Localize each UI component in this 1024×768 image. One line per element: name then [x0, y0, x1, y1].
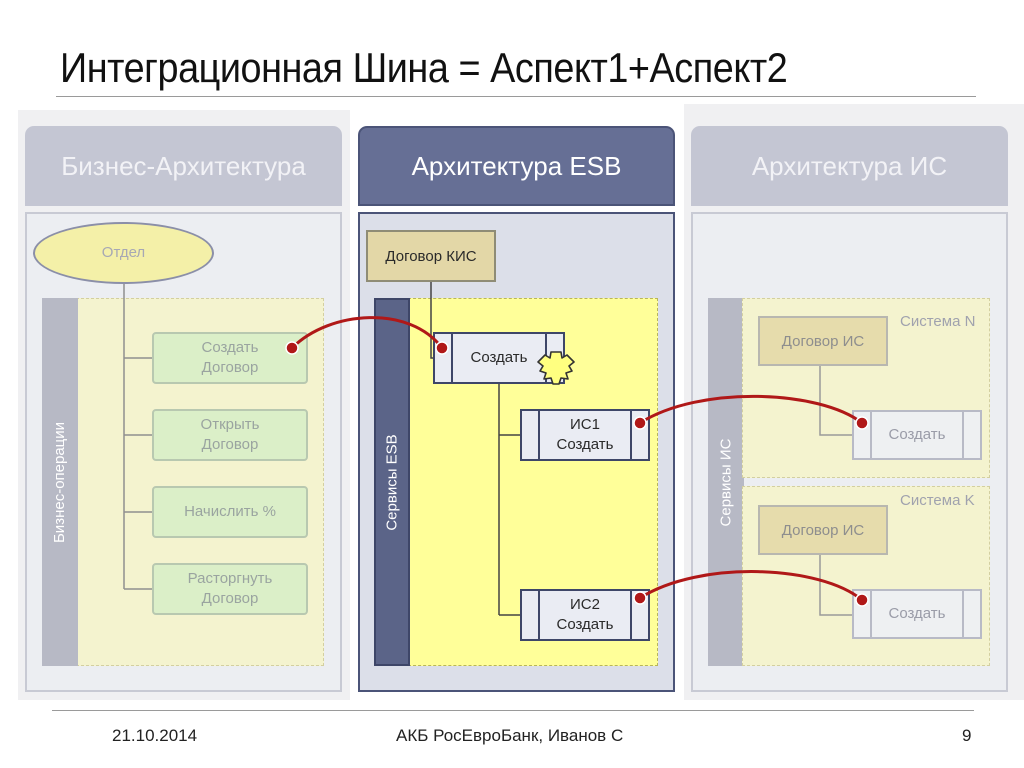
system-n-contract: Договор ИС [758, 316, 888, 366]
connector-dot [855, 416, 869, 430]
system-k-create-label: Создать [888, 605, 946, 622]
esb-is2-create-service: ИС2 Создать [520, 589, 650, 641]
connector-is1-to-system-n [639, 394, 863, 425]
service-strip-right [630, 591, 632, 639]
system-k-contract: Договор ИС [758, 505, 888, 555]
operation-terminate-contract: Расторгнуть Договор [152, 563, 308, 615]
footer-author: АКБ РосЕвроБанк, Иванов С [396, 726, 624, 745]
footer-date: 21.10.2014 [112, 726, 198, 745]
connector-dot [855, 593, 869, 607]
service-strip-left [538, 411, 540, 459]
business-operations-bar: Бизнес-операции [42, 298, 78, 666]
connector-dot [285, 341, 299, 355]
system-n-create-label: Создать [888, 426, 946, 443]
system-n-link [819, 366, 852, 436]
service-strip-left [451, 334, 453, 382]
service-strip-right [962, 591, 964, 637]
title-rule [56, 96, 976, 97]
system-k-link [819, 555, 852, 616]
gear-icon [537, 351, 575, 385]
connector-dot [633, 591, 647, 605]
connector-dot [435, 341, 449, 355]
department-ellipse: Отдел [33, 222, 214, 284]
esb-is1-label: ИС1 Создать [556, 416, 614, 453]
service-strip-left [870, 591, 872, 637]
service-strip-left [870, 412, 872, 458]
esb-is1-create-service: ИС1 Создать [520, 409, 650, 461]
esb-contract-box: Договор КИС [366, 230, 496, 282]
connector-is2-to-system-k [639, 570, 863, 602]
system-n-create-service: Создать [852, 410, 982, 460]
esb-create-label: Создать [470, 349, 528, 366]
connector-business-to-esb [290, 316, 444, 350]
business-header: Бизнес-Архитектура [25, 126, 342, 206]
system-n-label: Система N [900, 313, 976, 330]
footer-page-number: 9 [962, 726, 972, 745]
footer-rule [52, 710, 974, 711]
esb-services-bar: Сервисы ESB [374, 298, 410, 666]
operation-open-contract: Открыть Договор [152, 409, 308, 461]
operation-accrue-interest: Начислить % [152, 486, 308, 538]
is-services-bar: Сервисы ИС [708, 298, 744, 666]
system-k-label: Система K [900, 492, 975, 509]
slide-title: Интеграционная Шина = Аспект1+Аспект2 [60, 44, 788, 91]
service-strip-left [538, 591, 540, 639]
esb-contract-link [430, 282, 433, 359]
operation-create-contract: Создать Договор [152, 332, 308, 384]
is-header: Архитектура ИС [691, 126, 1008, 206]
esb-is2-label: ИС2 Создать [556, 596, 614, 633]
service-strip-right [962, 412, 964, 458]
department-label: Отдел [101, 244, 146, 261]
connector-dot [633, 416, 647, 430]
system-k-create-service: Создать [852, 589, 982, 639]
esb-header: Архитектура ESB [358, 126, 675, 206]
service-strip-right [630, 411, 632, 459]
